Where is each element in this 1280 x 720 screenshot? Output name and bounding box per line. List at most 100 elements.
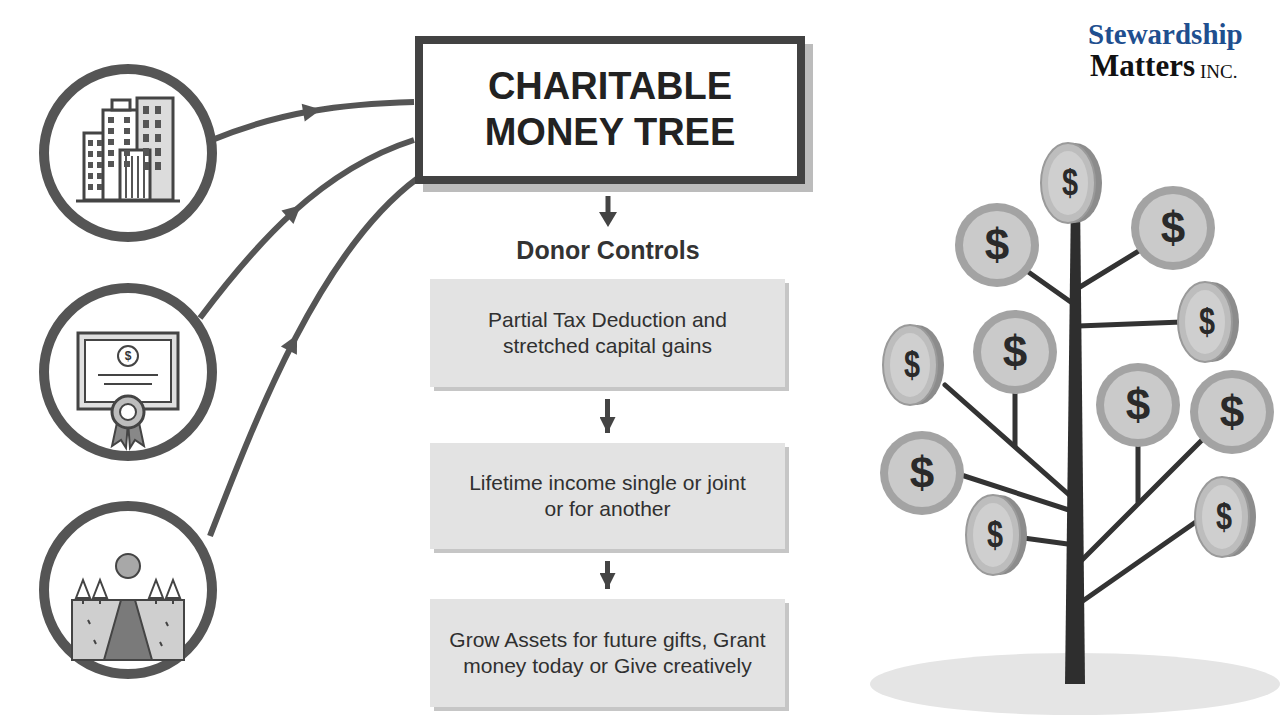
money-tree <box>1077 437 1205 565</box>
dollar-sign: $ <box>1161 206 1185 250</box>
process-box: Lifetime income single or joint or for a… <box>430 443 785 549</box>
land-icon <box>76 580 180 598</box>
coin <box>955 203 1039 287</box>
coin <box>880 431 964 515</box>
land-icon <box>44 506 212 674</box>
money-tree <box>1078 322 1182 326</box>
buildings-icon <box>143 156 145 198</box>
coin <box>1185 290 1225 354</box>
down-arrow <box>599 212 617 227</box>
certificate-icon <box>44 288 212 456</box>
buildings-icon <box>108 139 114 145</box>
buildings-icon <box>108 161 114 167</box>
coin <box>1178 282 1232 362</box>
certificate-icon <box>85 340 171 402</box>
money-tree <box>870 143 1280 715</box>
land-icon <box>72 600 184 660</box>
buildings-icon <box>137 156 139 198</box>
buildings-icon <box>143 106 149 114</box>
land-icon <box>88 620 168 646</box>
buildings-icon <box>97 151 102 157</box>
coin <box>1198 378 1266 446</box>
certificate-icon <box>104 383 152 385</box>
coin <box>1190 370 1274 454</box>
certificate-icon <box>112 396 144 428</box>
land-icon <box>104 600 152 660</box>
certificate-icon <box>118 346 138 366</box>
coin <box>955 203 1039 287</box>
feeder-curve <box>210 178 418 536</box>
certificate-icon <box>44 288 212 456</box>
coin <box>973 503 1013 567</box>
buildings-icon <box>44 69 212 237</box>
dollar-sign: $ <box>1003 330 1027 374</box>
money-tree <box>880 143 1274 575</box>
flow-chevron <box>281 101 323 355</box>
logo-text: Stewardship <box>1088 20 1243 49</box>
land-icon <box>116 554 140 578</box>
buildings-icon <box>125 156 127 198</box>
down-arrow <box>599 196 617 227</box>
dollar-sign: $ <box>1216 499 1232 535</box>
flow-chevron <box>281 199 306 224</box>
money-tree <box>1077 519 1200 605</box>
buildings-icon <box>155 162 161 170</box>
buildings-icon <box>44 69 212 237</box>
coin <box>1048 151 1088 215</box>
dollar-sign: $ <box>1199 304 1215 340</box>
dollar-sign: $ <box>987 517 1003 553</box>
coin <box>981 318 1049 386</box>
buildings-icon <box>124 117 130 123</box>
coin <box>963 211 1031 279</box>
feeder-curve <box>200 140 414 318</box>
money-tree <box>1065 195 1085 684</box>
coin <box>966 495 1020 575</box>
coin <box>1041 143 1102 223</box>
down-arrow <box>606 196 611 214</box>
buildings-icon <box>88 173 93 179</box>
money-tree <box>945 385 1075 500</box>
dollar-sign: $ <box>125 350 132 362</box>
coin <box>890 333 930 397</box>
coin <box>1041 143 1095 223</box>
flow-chevron <box>302 101 323 122</box>
buildings-icon <box>88 140 93 146</box>
buildings-icon <box>108 117 114 123</box>
dollar-sign: $ <box>904 347 920 383</box>
coin <box>888 439 956 507</box>
buildings-icon <box>155 148 161 156</box>
coin <box>1096 363 1180 447</box>
dollar-sign: $ <box>910 451 934 495</box>
coin <box>1139 194 1207 262</box>
coin <box>1131 186 1215 270</box>
process-box: Partial Tax Deduction and stretched capi… <box>430 279 785 387</box>
box-text: Lifetime income single or joint or for a… <box>463 470 753 523</box>
coin <box>1190 370 1274 454</box>
buildings-icon <box>88 151 93 157</box>
box-text: Partial Tax Deduction and stretched capi… <box>458 307 758 360</box>
buildings-icon <box>88 162 93 168</box>
buildings-icon <box>112 100 130 110</box>
flow-arrow <box>605 399 610 433</box>
coin <box>966 495 1027 575</box>
buildings-icon <box>143 134 149 142</box>
flow-chevron <box>281 331 305 355</box>
coin <box>883 325 937 405</box>
buildings-icon <box>97 140 102 146</box>
dollar-sign: $ <box>1126 383 1150 427</box>
dollar-sign: $ <box>985 223 1009 267</box>
buildings-icon <box>97 173 102 179</box>
land-icon <box>83 598 173 604</box>
coin <box>1178 282 1239 362</box>
coin <box>1104 371 1172 439</box>
buildings-icon <box>76 200 180 203</box>
box-text: Grow Assets for future gifts, Grant mone… <box>443 627 773 680</box>
feeder-curve <box>200 102 418 536</box>
buildings-icon <box>97 162 102 168</box>
land-icon <box>44 506 212 674</box>
coin <box>1195 477 1256 557</box>
dollar-sign: $ <box>1220 390 1244 434</box>
flow-arrow <box>605 561 610 589</box>
coin <box>1202 485 1242 549</box>
